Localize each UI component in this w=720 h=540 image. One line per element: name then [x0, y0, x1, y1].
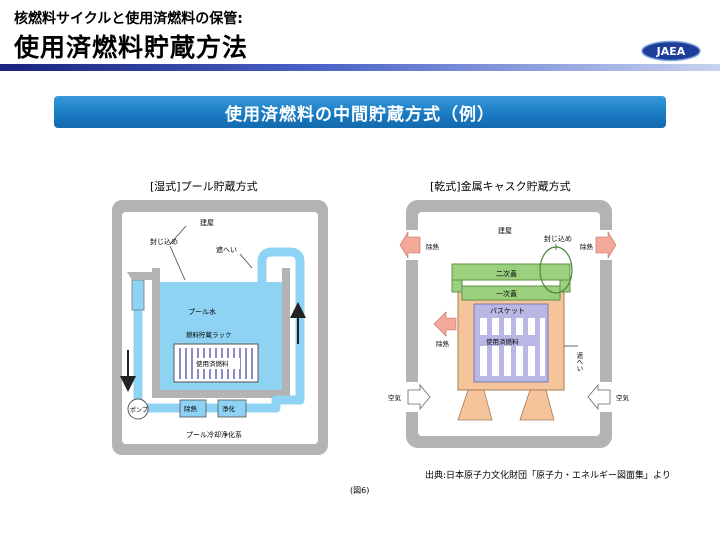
dry-shield-label: 遮へい: [575, 351, 583, 372]
wet-leader-lines: [169, 225, 253, 281]
dry-spent-fuel-label: 使用済燃料: [486, 337, 519, 346]
heat-left-label: 除熱: [426, 242, 440, 251]
heat-out-left-arrow: [399, 230, 421, 260]
pump-label: ポンプ: [130, 406, 148, 414]
purification-unit: [217, 399, 247, 418]
dry-storage-diagram: 建屋 封じ込め 除熱 除熱 二次蓋 一次蓋 バスケット 使用済燃料 除熱 遮へい…: [388, 200, 630, 448]
cooling-system-label: プール冷却浄化系: [186, 430, 242, 439]
wet-shield-label: 遮へい: [216, 245, 237, 254]
wet-seal-label: 封じ込め: [150, 237, 178, 246]
wet-building-label: 建屋: [200, 218, 214, 227]
slide-subtitle: 核燃料サイクルと使用済燃料の保管:: [14, 11, 243, 27]
jaea-logo: JAEA: [641, 40, 701, 62]
purification-label: 浄化: [222, 404, 236, 413]
air-in-right-arrow: [587, 383, 611, 411]
dry-storage-title: [乾式]金属キャスク貯蔵方式: [430, 180, 571, 193]
pool-water-label: プール水: [188, 307, 216, 316]
air-right-label: 空気: [616, 393, 630, 402]
page-title: 使用済燃料貯蔵方法: [14, 33, 249, 62]
wet-storage-title: [湿式]プール貯蔵方式: [150, 180, 258, 193]
wet-spent-fuel-label: 使用済燃料: [196, 359, 229, 368]
air-left-label: 空気: [388, 393, 402, 402]
figure-label: (図6): [350, 486, 370, 495]
logo-text: JAEA: [656, 45, 686, 58]
air-in-left-arrow: [407, 383, 431, 411]
primary-lid-label: 一次蓋: [496, 289, 517, 298]
secondary-lid-label: 二次蓋: [496, 269, 517, 278]
source-credit: 出典:日本原子力文化財団「原子力・エネルギー図面集」より: [425, 471, 671, 481]
heat-removal-unit: [179, 399, 207, 418]
dry-building-label: 建屋: [498, 226, 512, 235]
wet-storage-diagram: 建屋 封じ込め 遮へい プール水 燃料貯蔵ラック 使用済燃料 ポンプ 除熱 浄化…: [112, 200, 328, 455]
basket-label: バスケット: [490, 307, 525, 315]
primary-lid: [461, 285, 561, 301]
dry-leader-lines: [555, 244, 578, 347]
fuel-rack-label: 燃料貯蔵ラック: [186, 330, 232, 339]
title-underline: [0, 64, 720, 71]
section-banner: 使用済燃料の中間貯蔵方式（例）: [54, 96, 666, 128]
heat-inner-label: 除熱: [436, 339, 450, 348]
heat-inner-arrow: [433, 311, 457, 337]
heat-removal-label: 除熱: [184, 404, 198, 413]
heat-right-label: 除熱: [580, 242, 594, 251]
basket-cells: [480, 318, 545, 376]
dry-seal-label: 封じ込め: [544, 234, 572, 243]
heat-out-right-arrow: [595, 230, 617, 260]
pump: [127, 398, 149, 420]
